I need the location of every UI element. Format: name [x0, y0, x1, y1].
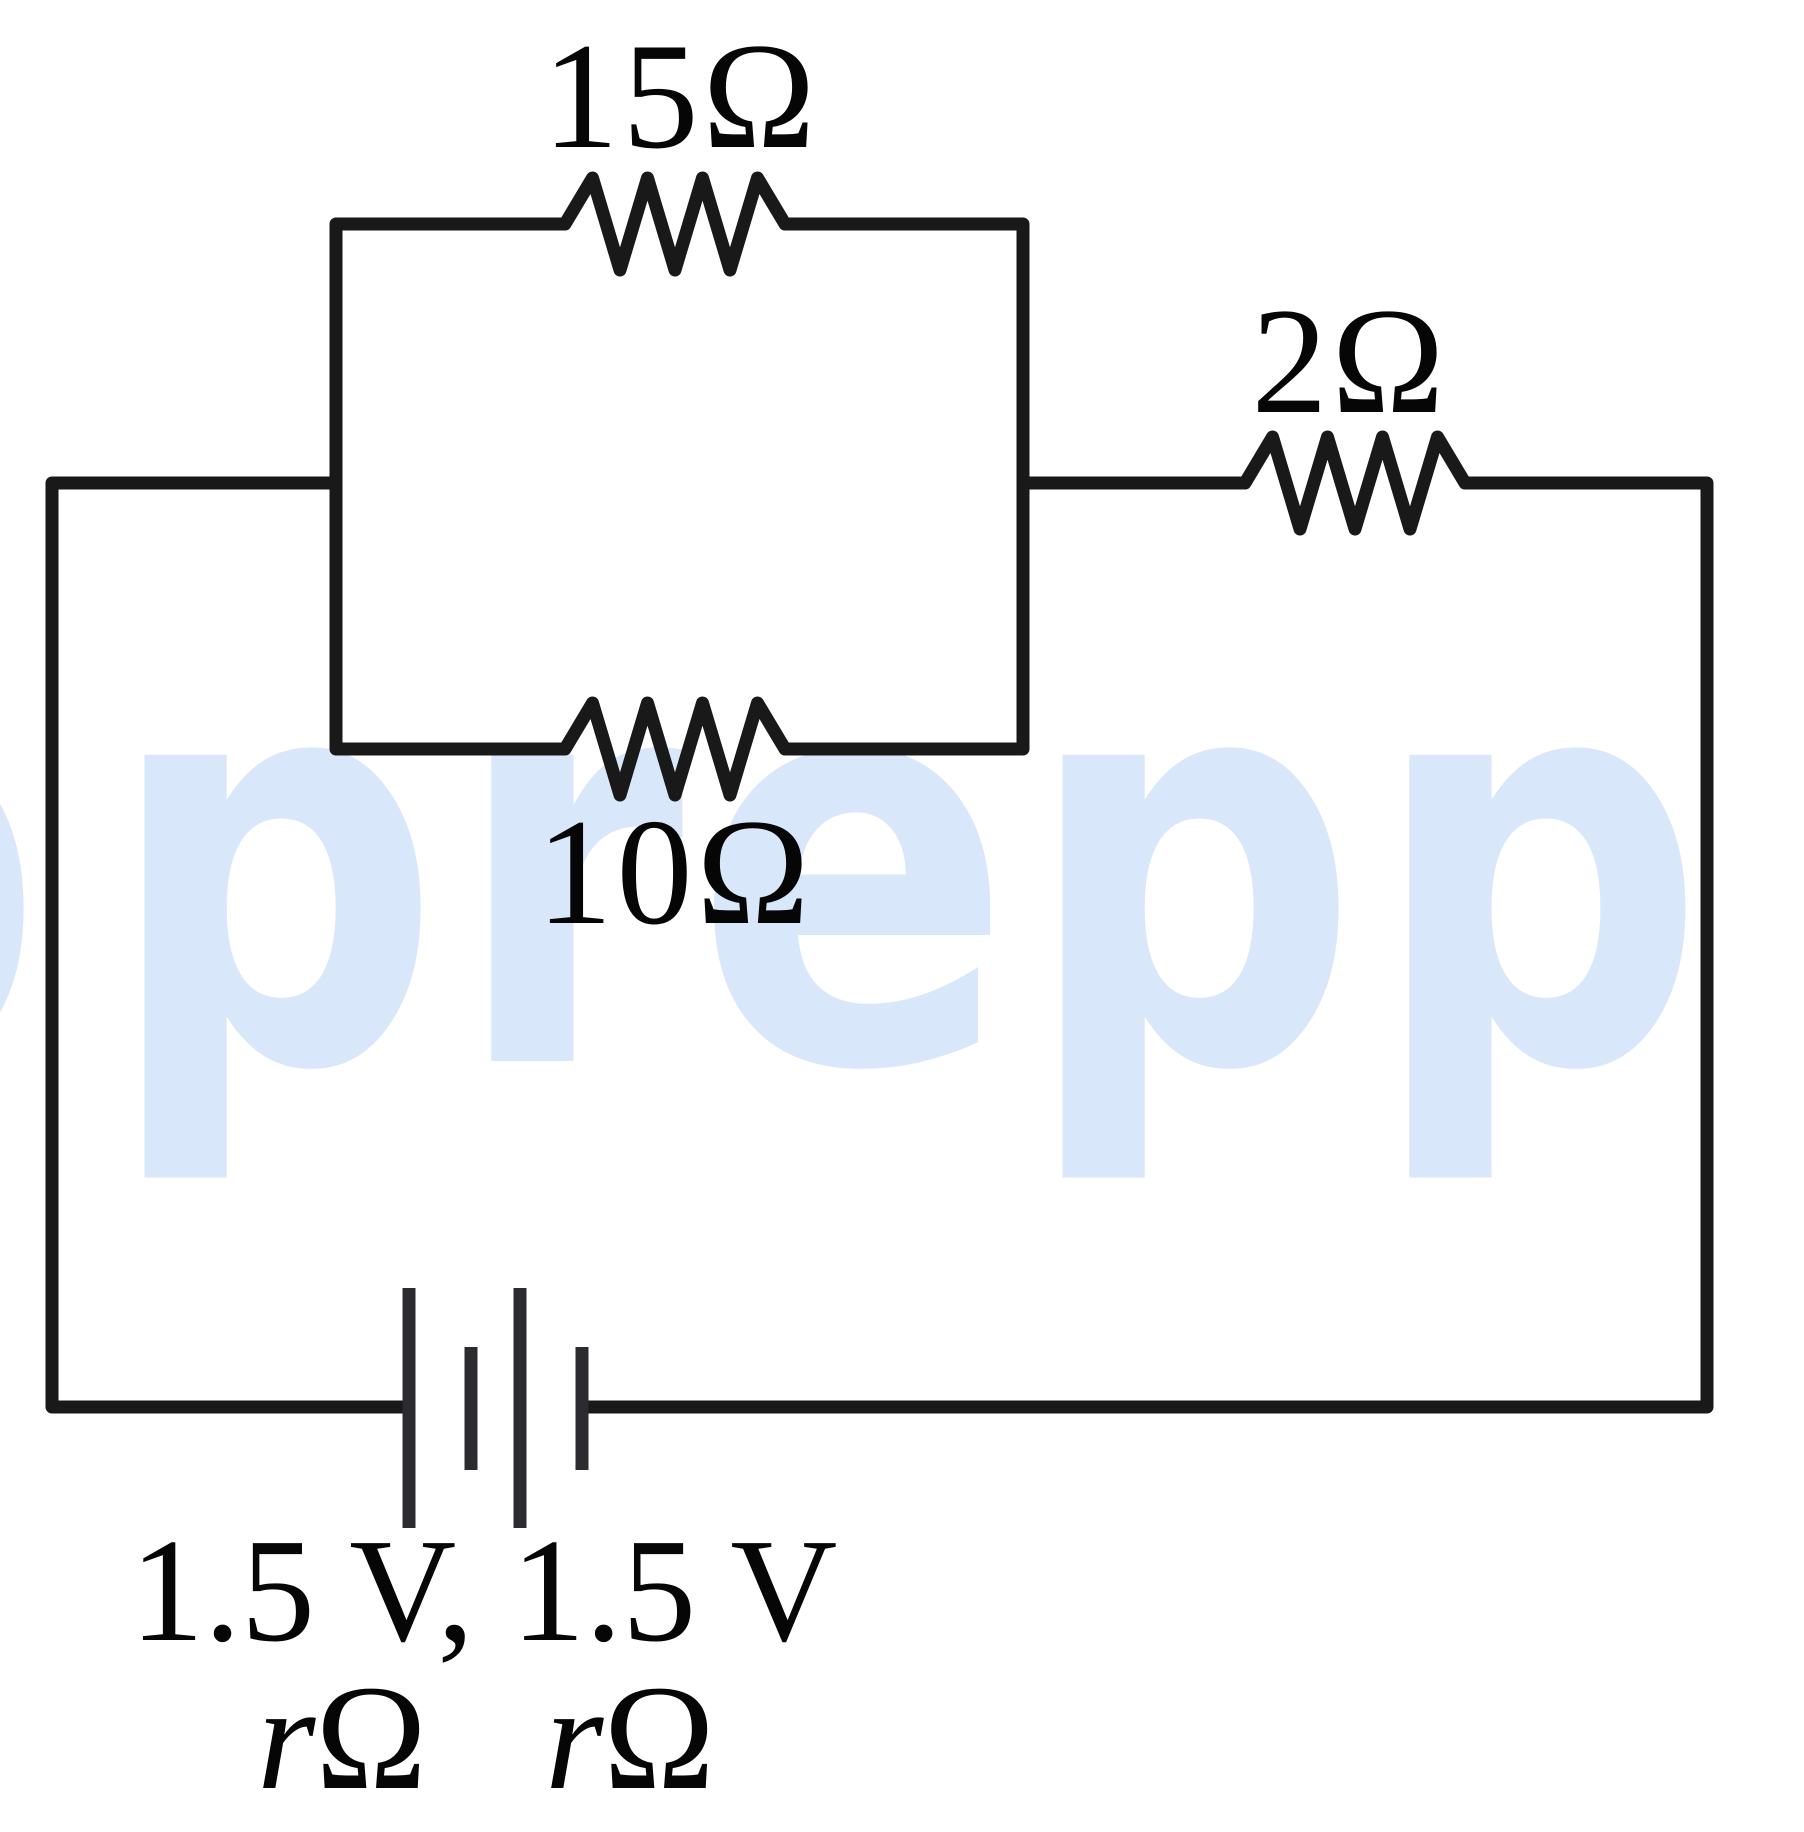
watermark-clipped-letter: p	[0, 588, 45, 1148]
prepp-watermark: prepp	[105, 542, 1717, 1194]
label-internal-resistance-1: rΩ	[257, 1655, 427, 1821]
parallel-box-with-resistors	[329, 171, 1030, 802]
label-r-italic-2: r	[545, 1655, 604, 1821]
label-resistor-2-ohm: 2Ω	[1252, 277, 1449, 445]
label-ohm-2: Ω	[603, 1655, 714, 1821]
label-resistor-15-ohm: 15Ω	[543, 12, 820, 180]
label-resistor-10-ohm: 10Ω	[537, 788, 814, 956]
label-battery-emf: 1.5 V, 1.5 V	[130, 1509, 837, 1673]
label-r-italic-1: r	[257, 1655, 316, 1821]
label-ohm-1: Ω	[315, 1655, 426, 1821]
label-internal-resistance-2: rΩ	[545, 1655, 715, 1821]
wire-outer-left	[45, 476, 403, 1414]
wire-right-with-series-resistor	[588, 430, 1714, 1414]
